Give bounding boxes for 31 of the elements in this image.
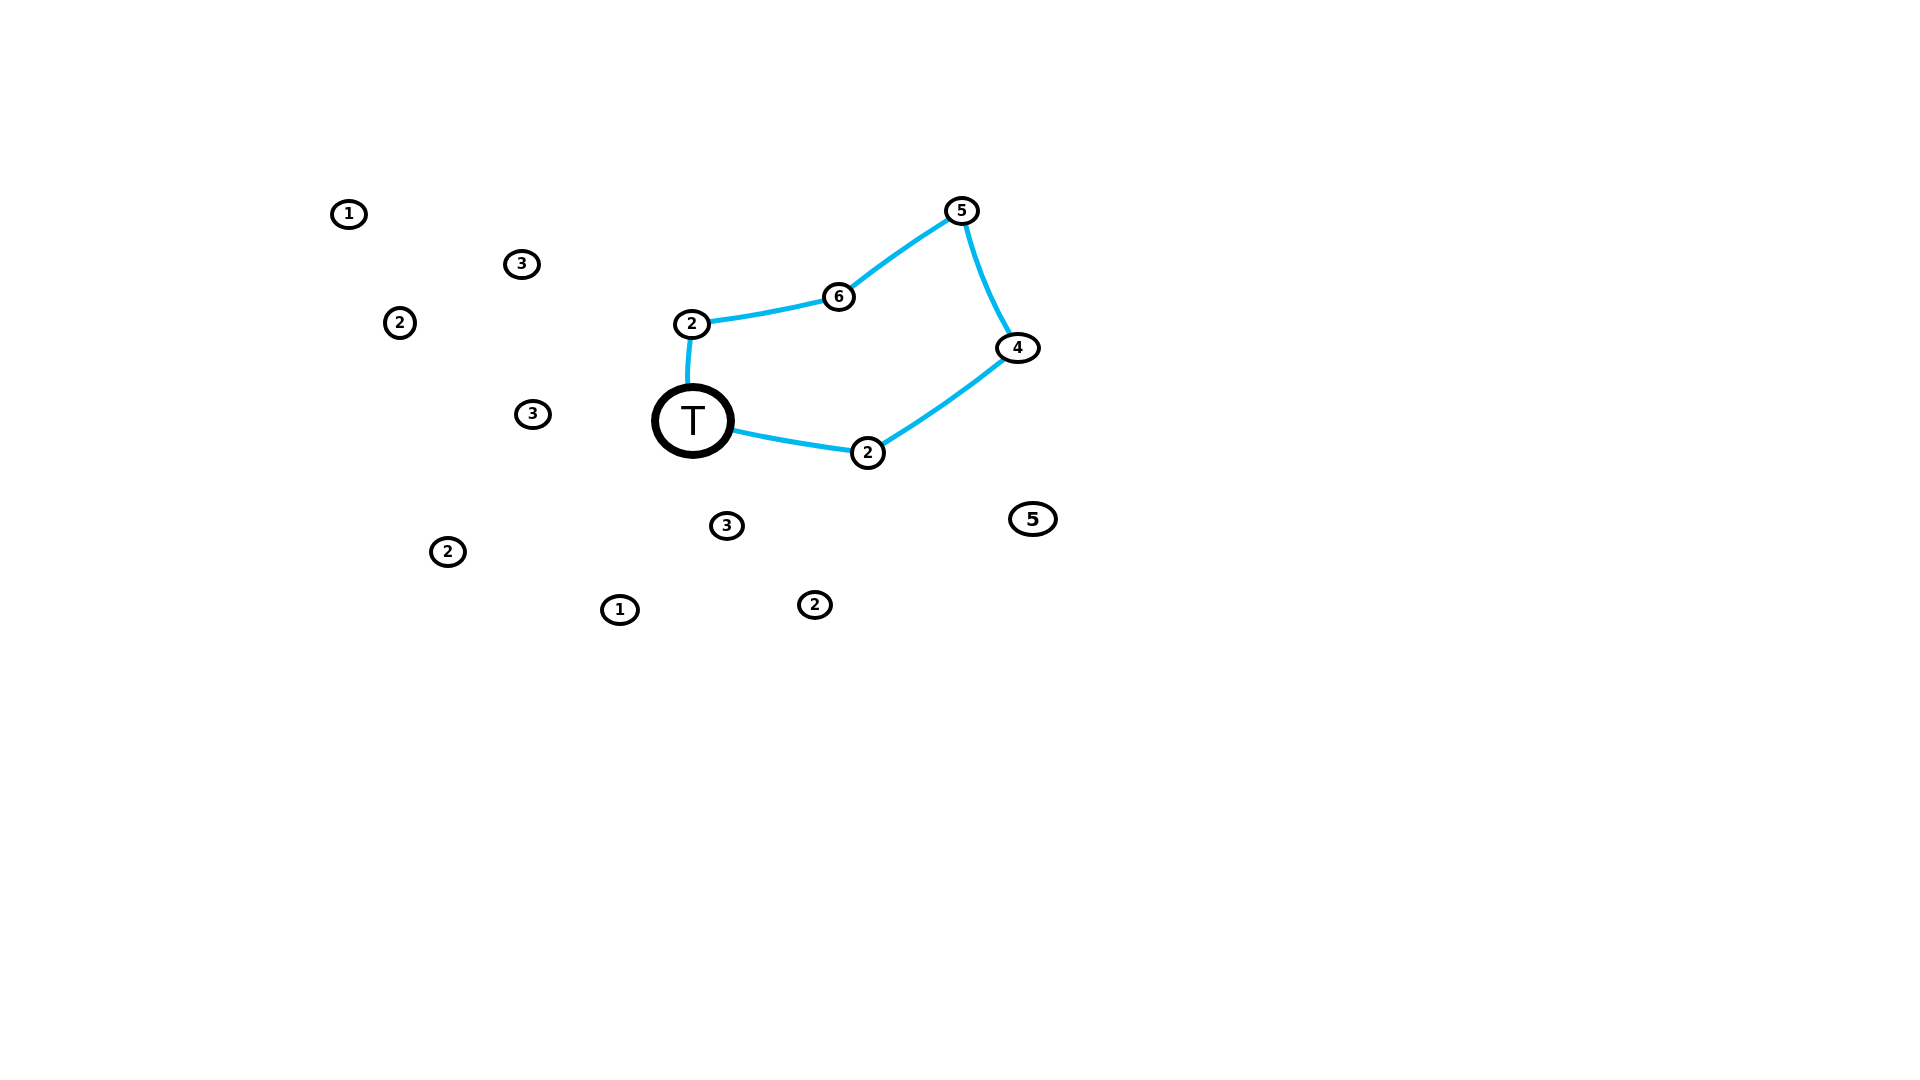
node-label: T <box>680 400 706 442</box>
number-circle <box>944 196 980 226</box>
node-label: 6 <box>833 289 845 305</box>
node-label: 2 <box>809 597 821 613</box>
connector-line <box>880 357 1006 447</box>
node-label: 3 <box>527 406 539 422</box>
number-circle <box>600 594 640 626</box>
node-label: 2 <box>394 315 406 331</box>
node-label: 2 <box>442 544 454 560</box>
number-circle <box>514 398 552 430</box>
node-label: 3 <box>516 256 528 272</box>
node-label: 2 <box>862 445 874 461</box>
node-label: 1 <box>614 602 626 618</box>
node-label: 4 <box>1012 340 1024 356</box>
node-label: 5 <box>1026 509 1040 529</box>
node-label: 2 <box>686 316 698 332</box>
node-label: 3 <box>721 518 733 534</box>
number-circle <box>330 198 368 230</box>
connector-line <box>849 217 951 290</box>
number-circle <box>673 308 711 340</box>
number-circle <box>1008 501 1058 537</box>
node-label: 5 <box>956 203 968 219</box>
number-circle <box>995 332 1041 364</box>
number-circle <box>709 511 745 541</box>
number-circle <box>822 282 856 312</box>
number-circle <box>850 436 886 470</box>
node-label: 1 <box>343 206 355 222</box>
number-circle <box>383 306 417 340</box>
number-circle <box>429 536 467 568</box>
number-circle <box>797 590 833 620</box>
number-circle <box>503 248 541 280</box>
